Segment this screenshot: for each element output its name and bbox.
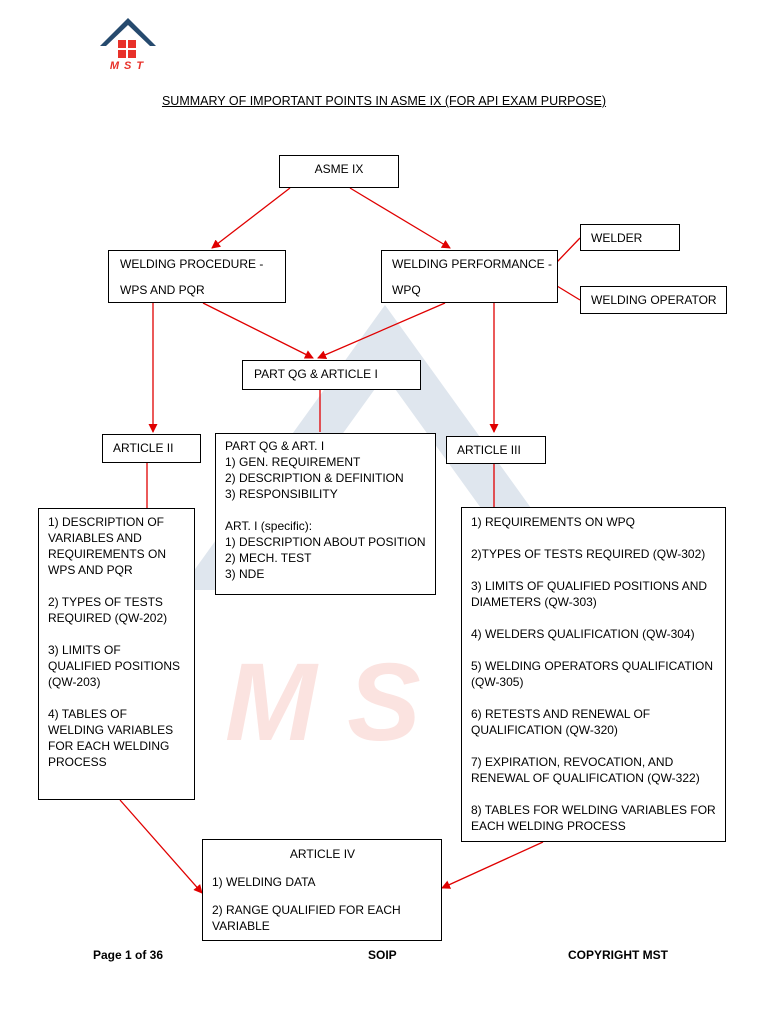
article-ii-label: ARTICLE II xyxy=(113,441,174,455)
welding-procedure-line1: WELDING PROCEDURE - xyxy=(120,257,264,271)
qg-detail-item: 2) DESCRIPTION & DEFINITION xyxy=(225,471,404,485)
footer-copyright: COPYRIGHT MST xyxy=(568,948,669,962)
qg-detail-item: 1) GEN. REQUIREMENT xyxy=(225,455,361,469)
welding-performance-box: WELDING PERFORMANCE - WPQ xyxy=(381,250,558,303)
logo-text: MST xyxy=(109,60,149,72)
welding-performance-line2: WPQ xyxy=(392,283,421,297)
article-iii-item: 3) LIMITS OF QUALIFIED POSITIONS AND DIA… xyxy=(471,579,708,609)
article-iii-item: 1) REQUIREMENTS ON WPQ xyxy=(471,515,636,529)
welder-box: WELDER xyxy=(580,224,680,251)
mst-logo xyxy=(100,18,156,58)
welding-performance-line1: WELDING PERFORMANCE - xyxy=(392,257,553,271)
article-iii-item: 5) WELDING OPERATORS QUALIFICATION (QW-3… xyxy=(471,659,714,689)
qg-detail-subitem: 3) NDE xyxy=(225,567,265,581)
article-ii-box: ARTICLE II xyxy=(102,434,201,463)
article-iv-box: ARTICLE IV 1) WELDING DATA 2) RANGE QUAL… xyxy=(202,839,442,941)
qg-detail-subheading: ART. I (specific): xyxy=(225,519,313,533)
qg-detail-subitem: 2) MECH. TEST xyxy=(225,551,312,565)
article-iii-item: 2)TYPES OF TESTS REQUIRED (QW-302) xyxy=(471,547,706,561)
svg-text:M S: M S xyxy=(225,641,421,764)
welder-label: WELDER xyxy=(591,231,643,245)
article-ii-item: 2) TYPES OF TESTS REQUIRED (QW-202) xyxy=(48,595,168,625)
article-ii-item: 3) LIMITS OF QUALIFIED POSITIONS (QW-203… xyxy=(48,643,181,689)
part-qg-box: PART QG & ARTICLE I xyxy=(242,360,421,390)
page-title: SUMMARY OF IMPORTANT POINTS IN ASME IX (… xyxy=(161,94,607,108)
article-iv-item: 1) WELDING DATA xyxy=(212,875,316,889)
welding-operator-box: WELDING OPERATOR xyxy=(580,286,727,314)
article-iii-box: ARTICLE III xyxy=(446,436,546,464)
footer-page-number: Page 1 of 36 xyxy=(93,948,164,962)
article-iii-item: 6) RETESTS AND RENEWAL OF QUALIFICATION … xyxy=(471,707,651,737)
article-iv-title: ARTICLE IV xyxy=(289,847,356,861)
asme-ix-box: ASME IX xyxy=(279,155,399,188)
article-ii-detail-box: 1) DESCRIPTION OF VARIABLES AND REQUIREM… xyxy=(38,508,195,800)
footer-center: SOIP xyxy=(368,948,397,962)
qg-detail-heading: PART QG & ART. I xyxy=(225,439,325,453)
article-iii-detail-box: 1) REQUIREMENTS ON WPQ 2)TYPES OF TESTS … xyxy=(461,507,726,842)
part-qg-detail-box: PART QG & ART. I 1) GEN. REQUIREMENT 2) … xyxy=(215,433,436,595)
qg-detail-subitem: 1) DESCRIPTION ABOUT POSITION xyxy=(225,535,426,549)
part-qg-label: PART QG & ARTICLE I xyxy=(254,367,378,381)
article-iv-item: 2) RANGE QUALIFIED FOR EACH VARIABLE xyxy=(212,903,401,933)
article-iii-item: 8) TABLES FOR WELDING VARIABLES FOR EACH… xyxy=(471,803,716,833)
welding-procedure-box: WELDING PROCEDURE - WPS AND PQR xyxy=(108,250,286,303)
article-iii-item: 4) WELDERS QUALIFICATION (QW-304) xyxy=(471,627,695,641)
article-ii-item: 4) TABLES OF WELDING VARIABLES FOR EACH … xyxy=(48,707,174,769)
asme-ix-label: ASME IX xyxy=(314,162,364,176)
welding-operator-label: WELDING OPERATOR xyxy=(591,293,717,307)
article-ii-item: 1) DESCRIPTION OF VARIABLES AND REQUIREM… xyxy=(48,515,167,577)
qg-detail-item: 3) RESPONSIBILITY xyxy=(225,487,338,501)
article-iii-label: ARTICLE III xyxy=(457,443,521,457)
article-iii-item: 7) EXPIRATION, REVOCATION, AND RENEWAL O… xyxy=(471,755,700,785)
welding-procedure-line2: WPS AND PQR xyxy=(120,283,205,297)
